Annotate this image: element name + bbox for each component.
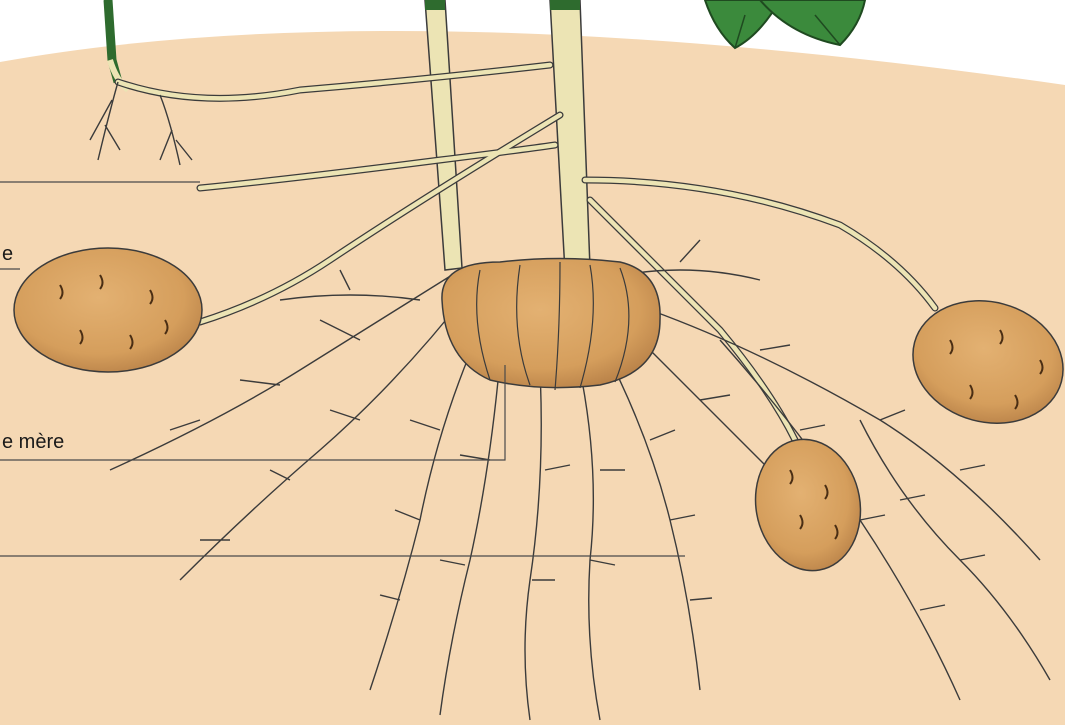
leaf-icon <box>705 0 865 48</box>
mother-tuber-label: e mère <box>2 432 64 452</box>
tuber-label: e <box>2 244 13 264</box>
tuber-left <box>14 248 202 372</box>
mother-tuber <box>442 259 660 391</box>
